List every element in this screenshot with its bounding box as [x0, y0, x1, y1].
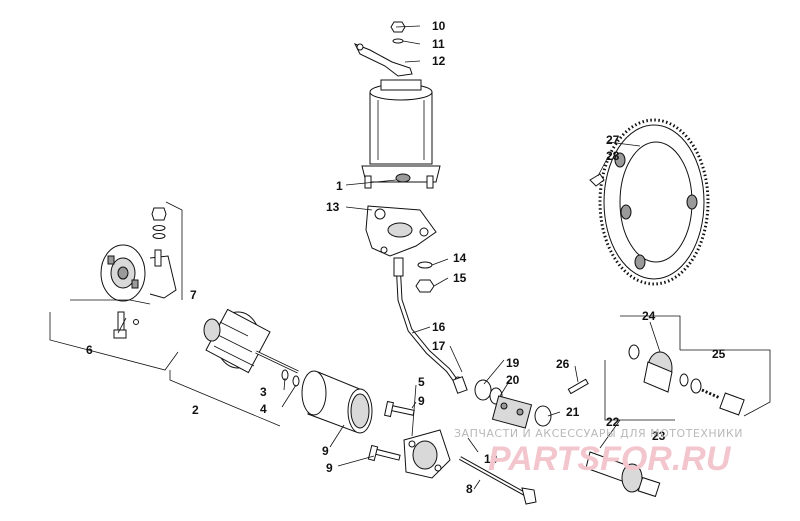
leader-lines: [117, 25, 661, 490]
callout-1: 1: [336, 179, 343, 193]
callout-18: 17: [432, 339, 446, 353]
starter-yoke: [301, 370, 373, 434]
ring-gear: [598, 118, 710, 286]
watermark-tagline: ЗАПЧАСТИ И АКСЕССУАРЫ ДЛЯ МОТОТЕХНИКИ: [454, 427, 743, 440]
front-cover: [403, 429, 451, 479]
callout-25: 24: [642, 309, 656, 323]
callout-17: 16: [432, 320, 446, 334]
callout-19: 18: [484, 452, 498, 466]
callout-7: 7: [190, 288, 197, 302]
callout-28: 27: [606, 133, 620, 147]
watermark-brand: PARTSFOR.RU: [488, 440, 732, 478]
callout-20: 19: [506, 356, 520, 370]
callout-22: 21: [566, 405, 580, 419]
callout-29: 28: [606, 149, 620, 163]
mount-bracket: [365, 205, 437, 257]
callout-6: 6: [86, 343, 93, 357]
callout-11: 10: [432, 19, 446, 33]
callout-2: 2: [192, 403, 199, 417]
callout-8: 8: [466, 482, 473, 496]
starter-drive: [585, 344, 745, 498]
callout-15: 14: [453, 251, 467, 265]
callout-9-upper: 9: [418, 394, 425, 408]
callout-3: 3: [260, 385, 267, 399]
solenoid-assembly: [353, 21, 441, 189]
callout-21: 20: [506, 373, 520, 387]
callout-23: 22: [606, 415, 620, 429]
callout-27: 26: [556, 357, 570, 371]
callout-10: 9: [322, 444, 329, 458]
callout-13: 12: [432, 54, 446, 68]
terminal-assembly: [474, 379, 552, 429]
callout-26: 25: [712, 347, 726, 361]
callout-14: 13: [326, 200, 340, 214]
armature: [203, 308, 299, 374]
callout-5: 5: [418, 375, 425, 389]
end-cap-assembly: [100, 207, 177, 339]
callout-24: 23: [652, 429, 666, 443]
callout-12: 11: [432, 37, 445, 51]
watermark: ЗАПЧАСТИ И АКСЕССУАРЫ ДЛЯ МОТОТЕХНИКИ PA…: [454, 427, 743, 478]
callout-16: 15: [453, 271, 467, 285]
callout-labels: 10 11 12 1 13 14 15 16 17 19 20 26 21 22…: [86, 19, 726, 496]
callout-9-lower: 9: [326, 461, 333, 475]
callout-4: 4: [260, 402, 267, 416]
